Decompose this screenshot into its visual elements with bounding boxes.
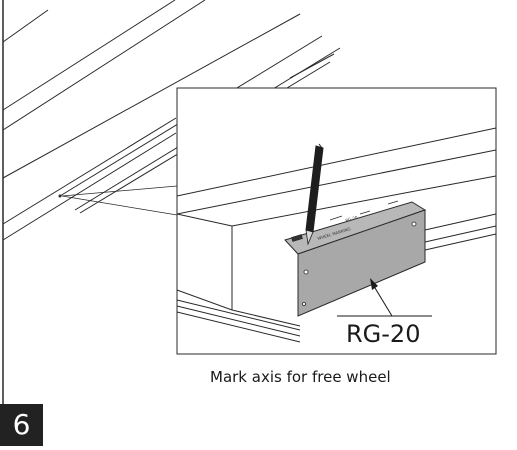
axis-mark-point (58, 194, 62, 198)
part-label-arrowhead (370, 278, 378, 290)
part-label-leader (337, 282, 432, 317)
bracket-markings (291, 200, 399, 242)
bracket-front-plate (297, 209, 426, 317)
figure-caption: Mark axis for free wheel (210, 368, 391, 386)
step-number-badge: 6 (0, 404, 43, 446)
callout-leader (61, 185, 178, 216)
bracket-rg20: RG-20 WHEEL MARKING (284, 200, 427, 317)
bracket-hole-right (411, 221, 417, 227)
part-label: RG-20 (346, 320, 420, 348)
detail-rail (176, 127, 497, 343)
detail-callout-frame (176, 87, 497, 355)
pencil-icon (305, 143, 324, 246)
bracket-hole-left (303, 269, 309, 275)
bracket-hole-bottom (301, 301, 306, 306)
bracket-text-1: RG-20 (345, 214, 359, 223)
